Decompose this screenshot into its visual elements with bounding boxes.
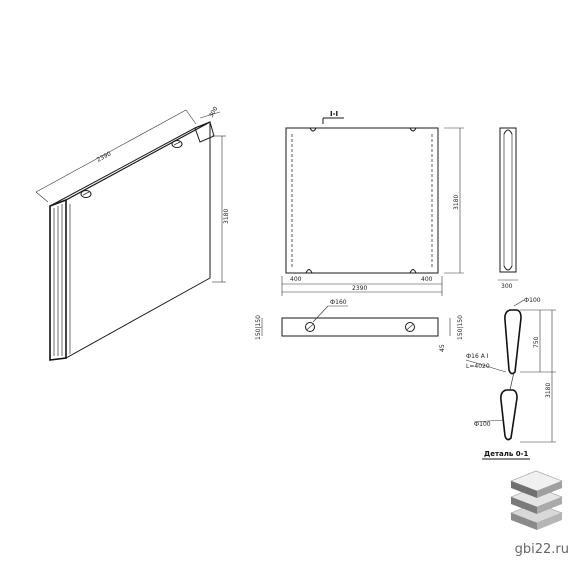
iso-side-face (65, 121, 211, 359)
detail-rebar-length: L=4020 (466, 363, 490, 370)
detail-total-height: 3180 (545, 383, 552, 398)
detail-view: Ф100 Ф16 А I L=4020 Ф100 750 3180 Деталь… (465, 297, 556, 460)
top-hole-diameter: Ф160 (330, 299, 347, 306)
isometric-view: 2390 300 3180 (35, 105, 230, 361)
front-loop-right (409, 127, 417, 132)
front-left-offset: 400 (290, 276, 302, 283)
front-right-offset: 400 (421, 276, 433, 283)
detail-loop-lower (500, 389, 518, 441)
detail-caption: Деталь 0-1 (484, 450, 529, 458)
detail-rebar: Ф16 А I (466, 353, 489, 360)
iso-hole-right (171, 140, 183, 148)
top-dims-small: 45 (439, 344, 446, 352)
top-outline (281, 317, 439, 337)
top-view: Ф160 150|150 150|150 45 (255, 299, 464, 352)
section-cut-label: I-I (330, 110, 338, 118)
top-hole-right (405, 322, 415, 332)
detail-top-diameter: Ф100 (524, 297, 541, 304)
side-view: 300 (498, 127, 518, 290)
front-outline (285, 127, 439, 274)
iso-length-label: 2390 (96, 150, 113, 163)
iso-hole-left (80, 190, 92, 198)
detail-loop-upper (504, 309, 522, 375)
stacked-slabs-icon (510, 470, 563, 530)
front-width-label: 2390 (352, 285, 367, 292)
detail-mid-spacing: 750 (533, 336, 540, 348)
top-hole-left (305, 322, 315, 332)
iso-height-label: 3180 (223, 209, 230, 224)
front-view: I-I 3180 400 400 2390 (281, 110, 464, 296)
site-brand[interactable]: gbi22.ru (514, 542, 569, 557)
iso-thickness-label: 300 (208, 105, 220, 119)
top-dims-left: 150|150 (255, 315, 262, 340)
front-loop-left (309, 127, 317, 132)
detail-bottom-diameter: Ф100 (474, 421, 491, 428)
front-height-label: 3180 (453, 195, 460, 210)
side-thickness-label: 300 (501, 283, 513, 290)
top-dims-right: 150|150 (457, 315, 464, 340)
side-outline (499, 127, 517, 273)
